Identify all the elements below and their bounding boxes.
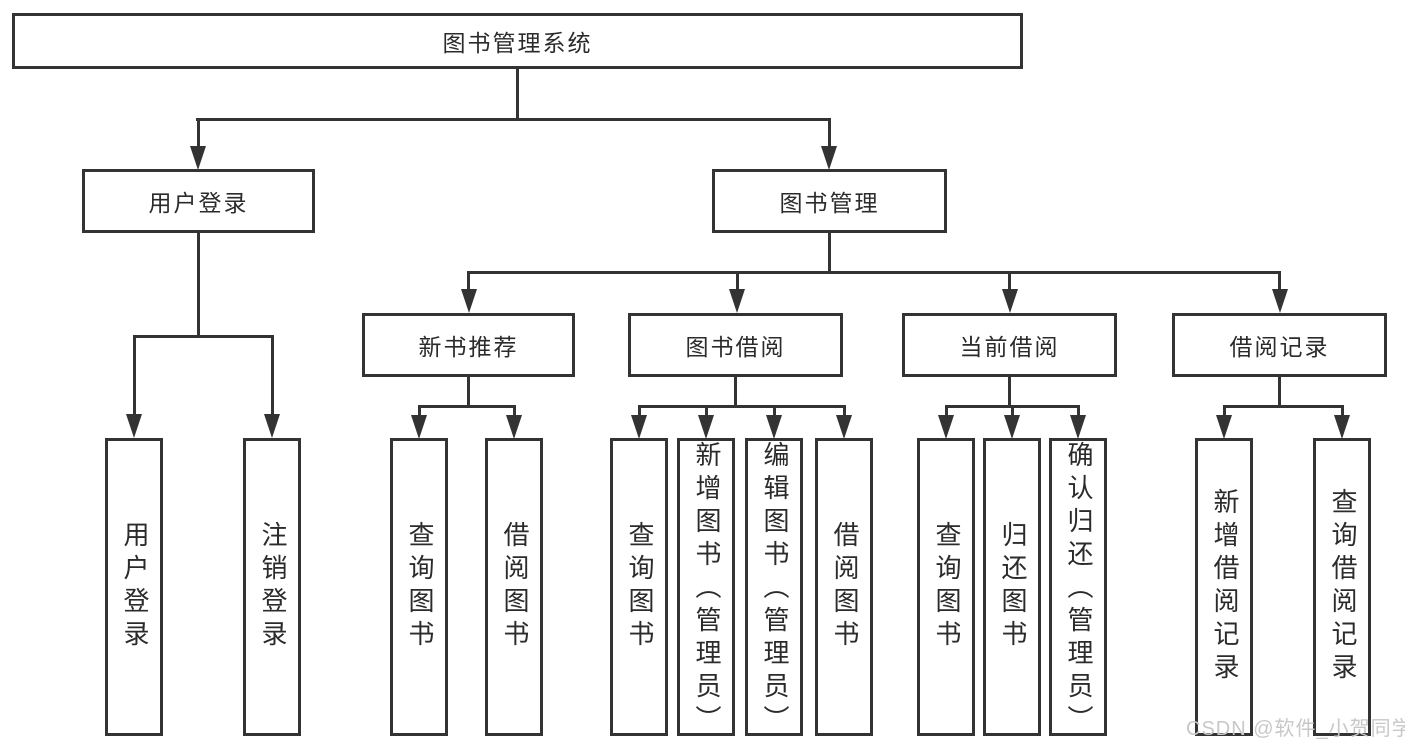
connector-line bbox=[1008, 377, 1011, 408]
connector-arrow-down bbox=[938, 405, 954, 439]
connector-line bbox=[132, 335, 274, 338]
connector-arrow-down bbox=[698, 405, 714, 439]
connector-arrow-down bbox=[1070, 405, 1086, 439]
leaf-query-borrow-record: 查询借阅记录 bbox=[1313, 438, 1371, 736]
leaf-confirm-return-admin: 确认归还（管理员） bbox=[1049, 438, 1107, 738]
connector-line bbox=[417, 405, 516, 408]
leaf-query-books: 查询图书 bbox=[390, 438, 448, 736]
node-borrowing-records: 借阅记录 bbox=[1172, 313, 1387, 377]
node-user-login: 用户登录 bbox=[82, 169, 315, 233]
connector-arrow-down bbox=[631, 405, 647, 439]
connector-arrow-down bbox=[1004, 405, 1020, 439]
connector-line bbox=[516, 69, 519, 121]
node-book-management: 图书管理 bbox=[712, 169, 947, 233]
connector-line bbox=[196, 118, 830, 121]
connector-arrow-down bbox=[190, 118, 206, 170]
connector-arrow-down bbox=[411, 405, 427, 439]
leaf-add-borrow-record: 新增借阅记录 bbox=[1195, 438, 1253, 736]
connector-arrow-down bbox=[766, 405, 782, 439]
node-book-borrowing: 图书借阅 bbox=[628, 313, 843, 377]
connector-line bbox=[1278, 377, 1281, 408]
leaf-query-books: 查询图书 bbox=[917, 438, 975, 736]
connector-arrow-down bbox=[1216, 405, 1232, 439]
connector-line bbox=[467, 377, 470, 408]
leaf-logout: 注销登录 bbox=[243, 438, 301, 736]
connector-arrow-down bbox=[126, 335, 142, 438]
leaf-edit-books-admin: 编辑图书（管理员） bbox=[745, 438, 803, 738]
connector-line bbox=[828, 233, 831, 274]
node-current-borrowing: 当前借阅 bbox=[902, 313, 1117, 377]
leaf-borrow-books: 借阅图书 bbox=[485, 438, 543, 736]
node-root-library-management-system: 图书管理系统 bbox=[12, 13, 1023, 69]
csdn-watermark: CSDN @软件_小贺同学 bbox=[1186, 718, 1405, 740]
connector-arrow-down bbox=[1334, 405, 1350, 439]
connector-arrow-down bbox=[729, 271, 745, 313]
connector-line bbox=[637, 405, 846, 408]
connector-line bbox=[734, 377, 737, 408]
leaf-return-books: 归还图书 bbox=[983, 438, 1041, 736]
connector-arrow-down bbox=[821, 118, 837, 170]
node-new-book-recommendation: 新书推荐 bbox=[362, 313, 575, 377]
connector-arrow-down bbox=[836, 405, 852, 439]
leaf-borrow-books: 借阅图书 bbox=[815, 438, 873, 736]
connector-line bbox=[197, 233, 200, 338]
connector-arrow-down bbox=[460, 271, 477, 313]
connector-arrow-down bbox=[264, 335, 280, 438]
leaf-query-books: 查询图书 bbox=[610, 438, 668, 736]
connector-line bbox=[1222, 405, 1344, 408]
connector-arrow-down bbox=[1001, 271, 1018, 313]
connector-arrow-down bbox=[1271, 271, 1288, 313]
connector-line bbox=[467, 271, 1281, 274]
leaf-user-login: 用户登录 bbox=[105, 438, 163, 736]
leaf-add-books-admin: 新增图书（管理员） bbox=[677, 438, 735, 738]
connector-arrow-down bbox=[506, 405, 522, 439]
